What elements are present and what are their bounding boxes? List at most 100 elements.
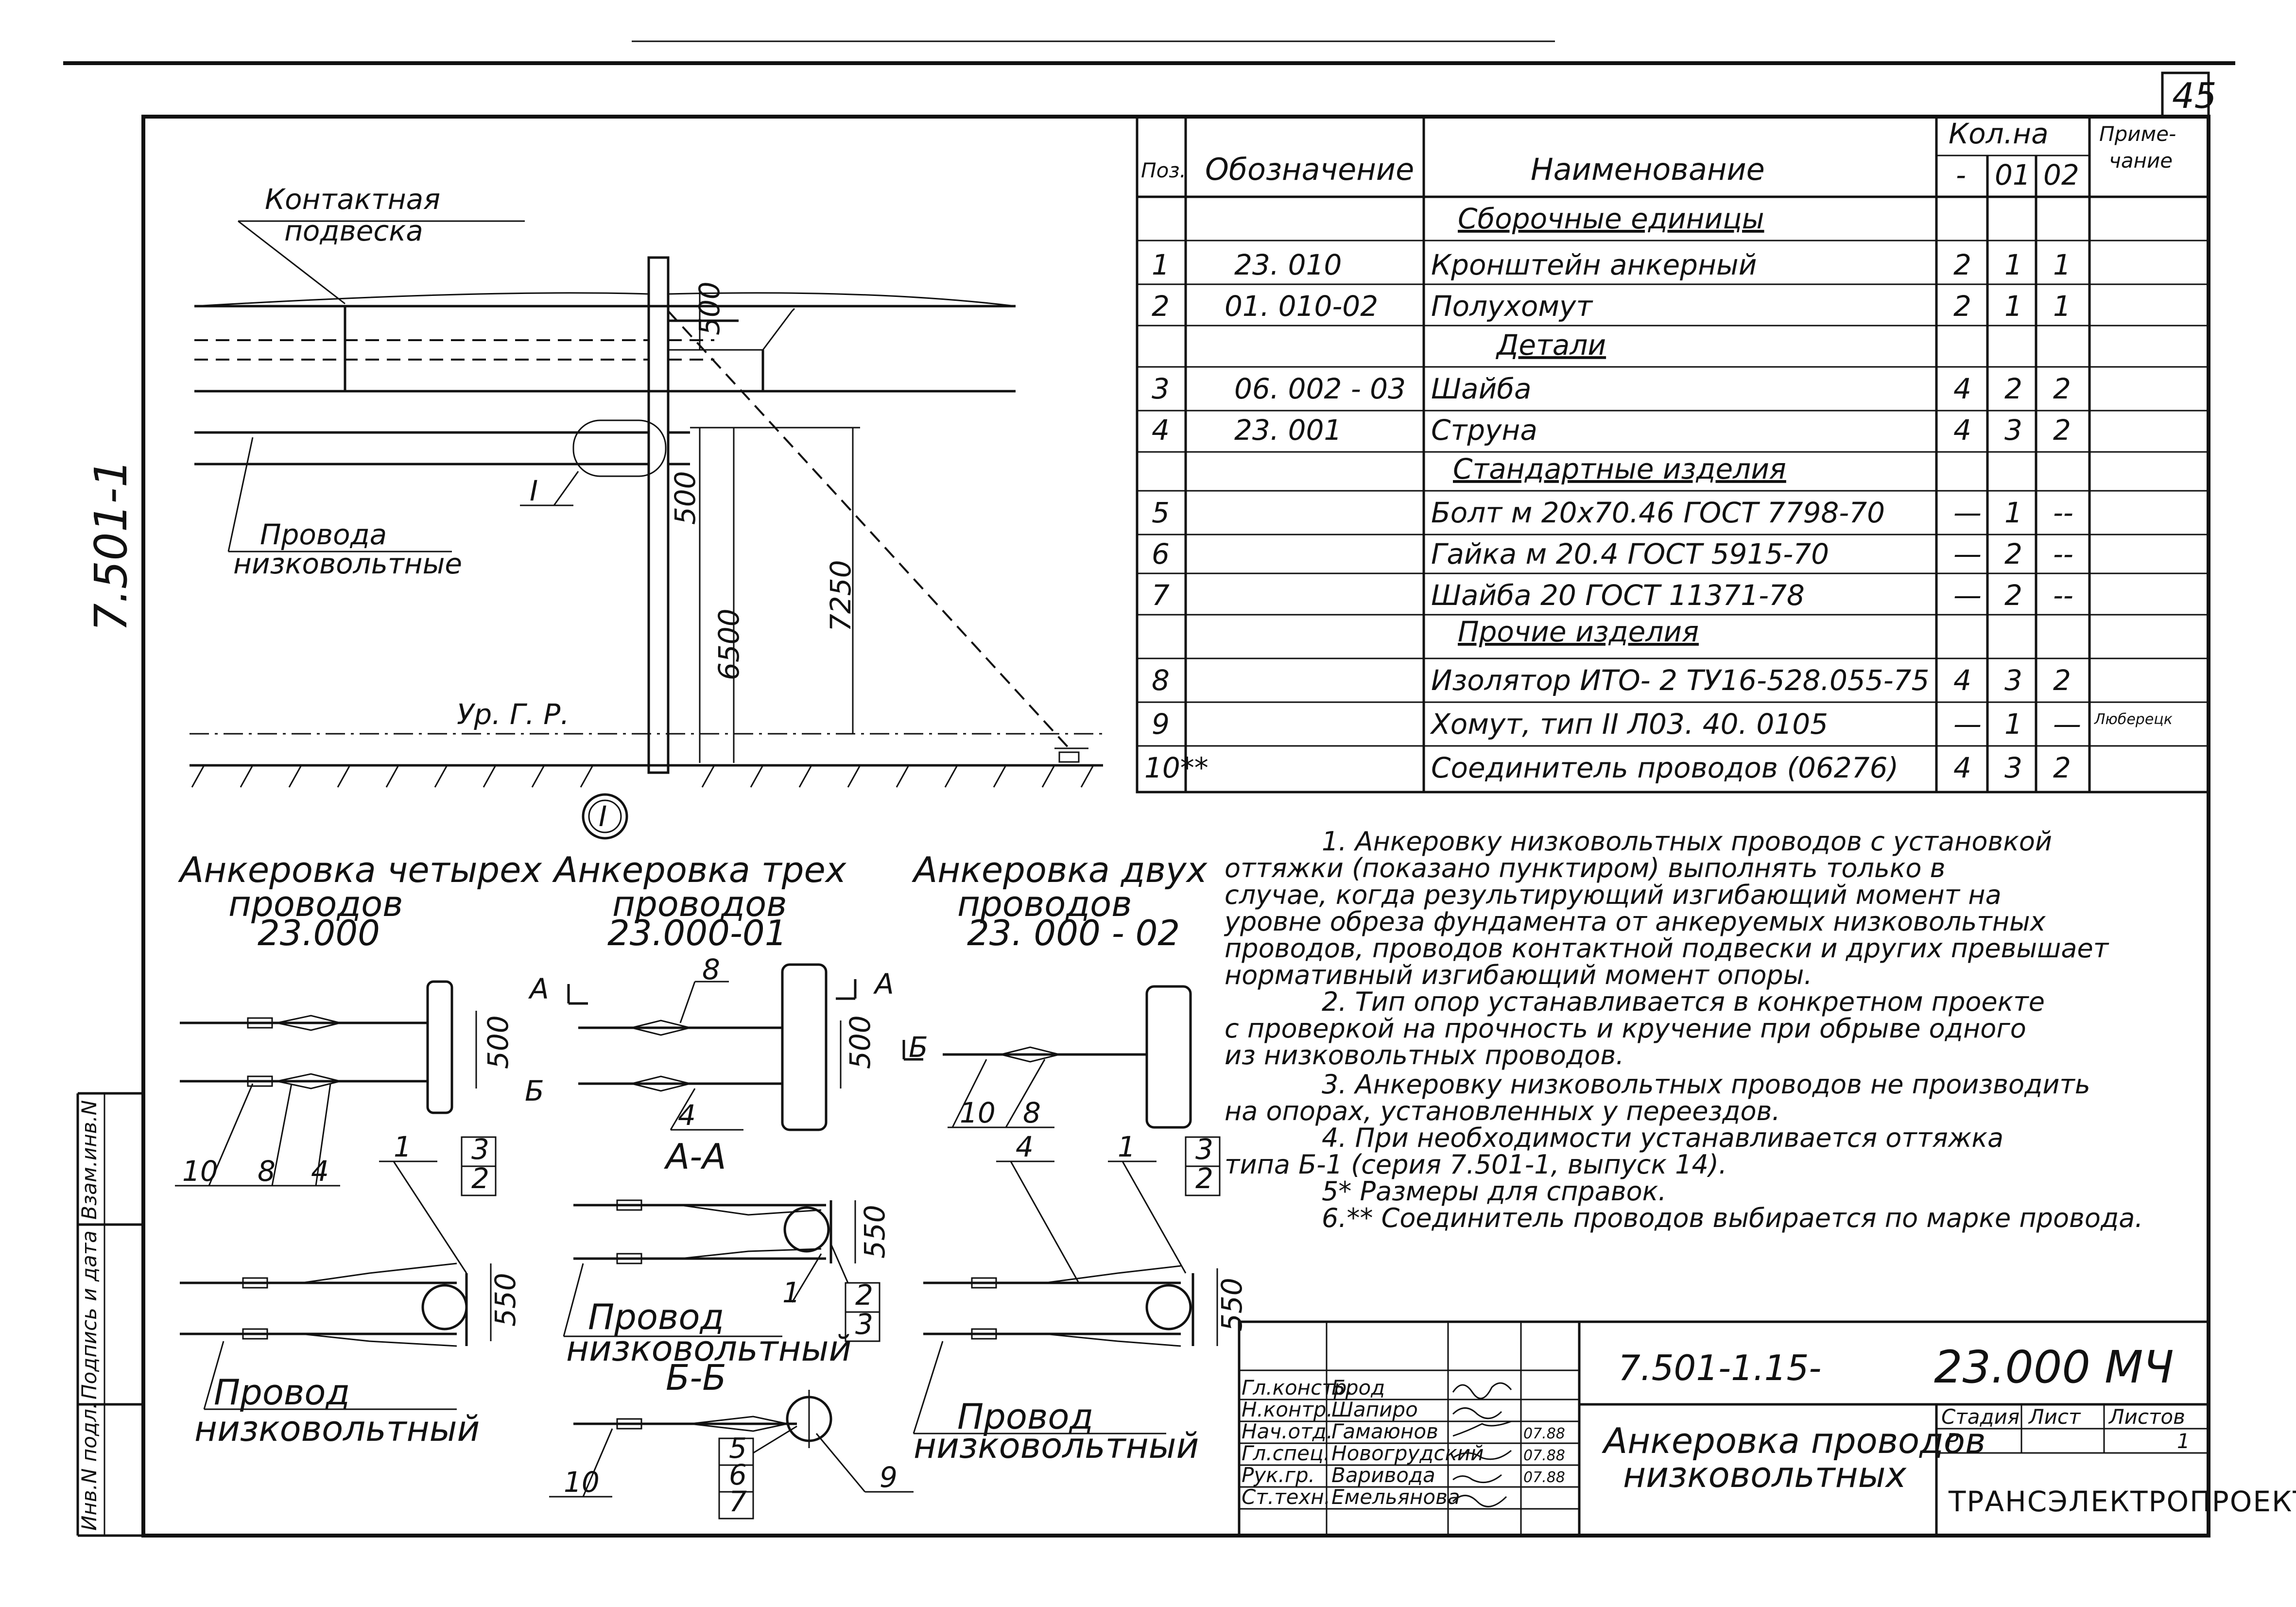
v4-leader-4: 4 <box>311 1155 329 1188</box>
sig-name: Шапиро <box>1331 1398 1418 1421</box>
hdr-name: Наименование <box>1531 152 1765 187</box>
row-name: Струна <box>1431 414 1537 447</box>
sig-role: Гл.спец. <box>1242 1441 1330 1465</box>
v4-leader-3: 3 <box>471 1133 489 1166</box>
stage-header: Стадия <box>1941 1405 2020 1429</box>
row-name: Гайка м 20.4 ГОСТ 5915-70 <box>1431 537 1829 570</box>
v2-leader-2: 2 <box>1195 1162 1213 1195</box>
signature-row: Нач.отд. Гамаюнов 07.88 <box>1242 1419 1565 1443</box>
row-q0: — <box>1953 537 1982 570</box>
row-q0: — <box>1953 579 1982 612</box>
spec-table: Поз. Обозначение Наименование Кол.на - 0… <box>1136 115 2210 794</box>
title-line-2: низковольтных <box>1623 1454 1907 1495</box>
hdr-note-2: чание <box>2109 149 2173 173</box>
note-line: проводов, проводов контактной подвески и… <box>1225 933 2109 964</box>
v3-leader-4: 4 <box>678 1099 696 1132</box>
signature-row: Гл.констр. Брод <box>1242 1376 1385 1400</box>
table-row: 2 01. 010-02 Полухомут 2 1 1 <box>1152 290 2071 323</box>
row-q1: 1 <box>2004 496 2022 529</box>
ground-hatch <box>191 765 1094 788</box>
table-row: Прочие изделия <box>1458 615 1699 648</box>
table-row: 9 Хомут, тип II Л03. 40. 0105 — 1 — Любе… <box>1152 708 2173 741</box>
v2-wire-label-2: низковольтный <box>914 1425 1199 1466</box>
table-row: 6 Гайка м 20.4 ГОСТ 5915-70 — 2 -- <box>1152 537 2073 570</box>
row-pos: 6 <box>1152 537 1170 570</box>
dim-6500: 6500 <box>712 608 745 680</box>
row-designation: 06. 002 - 03 <box>1234 372 1406 405</box>
row-q1: 1 <box>2004 708 2022 741</box>
bb-leader-6: 6 <box>729 1458 747 1491</box>
notes-block: 1. Анкеровку низковольтных проводов с ус… <box>1224 826 2143 1233</box>
view-marker-outer <box>582 793 628 840</box>
section-BB: Б-Б 10 5 6 7 9 <box>549 1357 914 1520</box>
row-name: Хомут, тип II Л03. 40. 0105 <box>1430 708 1828 741</box>
note-line: 6.** Соединитель проводов выбирается по … <box>1322 1203 2143 1233</box>
dim-7250: 7250 <box>824 560 857 632</box>
note-line: 3. Анкеровку низковольтных проводов не п… <box>1322 1069 2090 1100</box>
note-line: нормативный изгибающий момент опоры. <box>1225 960 1813 990</box>
left-strip: Инв.N подл. Подпись и дата Взам.инв.N <box>76 1092 143 1537</box>
sig-name: Варивода <box>1331 1463 1435 1487</box>
row-pos: 5 <box>1152 496 1170 529</box>
signature-row: Рук.гр. Варивода 07.88 <box>1242 1463 1565 1487</box>
v3-mark-A-right: А <box>873 968 894 1001</box>
v2-code: 23. 000 - 02 <box>967 913 1180 953</box>
note-line: на опорах, установленных у переездов. <box>1225 1096 1780 1126</box>
variant-4-plan: 550 1 3 2 Провод низковольтный <box>180 1130 522 1449</box>
row-q2: 1 <box>2053 248 2071 281</box>
v2-title-2: проводов <box>957 883 1132 924</box>
row-pos: 3 <box>1152 372 1170 405</box>
bb-leader-5: 5 <box>729 1432 747 1465</box>
row-pos: 8 <box>1152 664 1170 697</box>
v2-wire-label-1: Провод <box>957 1396 1093 1437</box>
title-block: Гл.констр. Брод Н.контр. Шапиро Нач.отд.… <box>1238 1320 2296 1537</box>
row-designation: 23. 010 <box>1234 248 1342 281</box>
strip-label-2: Подпись и дата <box>77 1230 101 1400</box>
signature-marks <box>1452 1382 1512 1507</box>
signature-row: Н.контр. Шапиро <box>1242 1398 1418 1421</box>
sig-name: Гамаюнов <box>1331 1419 1438 1443</box>
sheet-header: Лист <box>2028 1405 2081 1429</box>
doc-mark: 23.000 МЧ <box>1934 1341 2174 1393</box>
row-q0: 2 <box>1953 290 1971 323</box>
row-q1: 3 <box>2004 751 2022 784</box>
note-line: 2. Тип опор устанавливается в конкретном… <box>1322 986 2045 1017</box>
row-name: Сборочные единицы <box>1458 202 1764 235</box>
row-pos: 10** <box>1144 751 1208 784</box>
table-row: 4 23. 001 Струна 4 3 2 <box>1152 414 2071 447</box>
section-BB-label: Б-Б <box>666 1357 726 1398</box>
row-name: Шайба 20 ГОСТ 11371-78 <box>1431 579 1805 612</box>
v4-title-1: Анкеровка четырех <box>178 849 542 890</box>
sheets-value: 1 <box>2177 1429 2190 1453</box>
hdr-note-1: Приме- <box>2099 122 2176 146</box>
row-q0: 4 <box>1953 664 1971 697</box>
v2-leader-10: 10 <box>960 1096 996 1129</box>
note-line: оттяжки (показано пунктиром) выполнять т… <box>1225 853 1945 883</box>
row-q0: 4 <box>1953 414 1971 447</box>
aa-leader-3: 3 <box>855 1308 873 1341</box>
sig-name: Новогрудский <box>1331 1441 1484 1465</box>
sig-name: Брод <box>1331 1376 1385 1400</box>
table-row: Стандартные изделия <box>1453 452 1786 485</box>
row-name: Стандартные изделия <box>1453 452 1786 485</box>
row-name: Соединитель проводов (06276) <box>1431 751 1899 784</box>
sheet-code: 7.501-1.15- <box>1618 1348 1821 1388</box>
v2-leader-1: 1 <box>1118 1130 1136 1163</box>
row-q2: -- <box>2053 579 2073 612</box>
row-designation: 01. 010-02 <box>1225 290 1378 323</box>
aa-leader-2: 2 <box>855 1279 873 1312</box>
row-name: Кронштейн анкерный <box>1431 248 1757 281</box>
contact-label-2: подвеска <box>284 214 423 247</box>
sheets-header: Листов <box>2108 1405 2185 1429</box>
table-row: 1 23. 010 Кронштейн анкерный 2 1 1 <box>1152 248 2071 281</box>
row-q1: 2 <box>2004 537 2022 570</box>
variant-2-plan: 550 4 1 3 2 Провод низковольтный <box>913 1130 1248 1466</box>
note-line: 5* Размеры для справок. <box>1322 1176 1666 1207</box>
title-line-1: Анкеровка проводов <box>1602 1420 1985 1461</box>
signature-row: Ст.техн. Емельянова <box>1242 1485 1460 1509</box>
v3-mark-B: Б <box>525 1074 544 1107</box>
table-row: Детали <box>1495 328 1606 362</box>
row-q2: 2 <box>2053 372 2071 405</box>
row-q2: 2 <box>2053 664 2071 697</box>
